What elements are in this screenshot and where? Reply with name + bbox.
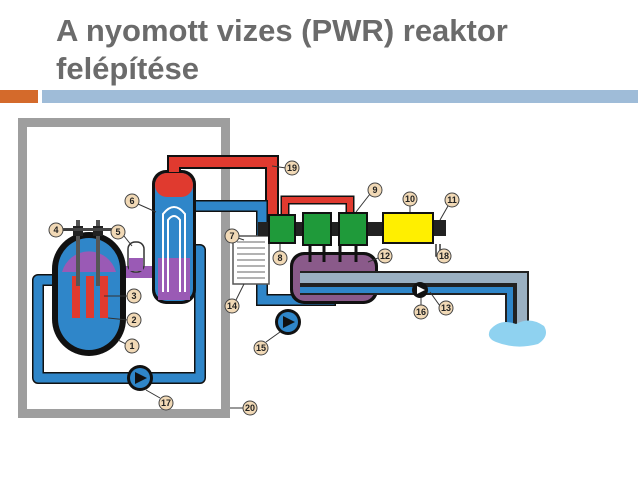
svg-text:8: 8 [277, 253, 282, 263]
number-labels: 1 2 3 4 5 6 7 8 9 10 11 12 13 14 15 16 1… [48, 160, 460, 416]
page-title: A nyomott vizes (PWR) reaktor felépítése [56, 13, 508, 86]
label-11: 11 [439, 192, 460, 221]
reactor-vessel [52, 220, 126, 356]
label-15: 15 [253, 331, 281, 356]
steam-generator [152, 170, 196, 304]
main-steam-line [167, 155, 355, 222]
svg-text:13: 13 [441, 303, 451, 313]
preheater [232, 235, 270, 285]
label-8: 8 [272, 244, 288, 266]
label-6: 6 [124, 193, 157, 213]
svg-text:11: 11 [447, 195, 457, 205]
svg-text:5: 5 [115, 227, 120, 237]
label-5: 5 [110, 224, 133, 247]
label-16: 16 [413, 298, 429, 320]
svg-text:6: 6 [129, 196, 134, 206]
label-10: 10 [402, 191, 418, 212]
svg-text:9: 9 [372, 185, 377, 195]
cooling-water-loop [300, 271, 529, 326]
label-9: 9 [355, 182, 383, 213]
svg-text:3: 3 [131, 291, 136, 301]
river-water [488, 320, 546, 347]
svg-text:1: 1 [129, 341, 134, 351]
label-13: 13 [429, 291, 454, 316]
steam-turbines [258, 212, 382, 246]
svg-text:10: 10 [405, 194, 415, 204]
svg-text:16: 16 [416, 307, 426, 317]
label-4: 4 [48, 222, 74, 238]
label-20: 20 [230, 400, 258, 416]
svg-text:2: 2 [131, 315, 136, 325]
label-19: 19 [271, 160, 300, 176]
svg-text:15: 15 [256, 343, 266, 353]
svg-text:20: 20 [245, 403, 255, 413]
accent-bar-orange [0, 90, 38, 103]
svg-text:4: 4 [53, 225, 58, 235]
pumps [127, 282, 428, 391]
label-3: 3 [104, 288, 142, 304]
generator [382, 212, 448, 257]
label-12: 12 [367, 248, 393, 264]
label-2: 2 [107, 312, 142, 328]
label-14: 14 [224, 283, 245, 314]
accent-bar-blue [42, 90, 638, 103]
pressurizer [127, 241, 145, 273]
label-7: 7 [224, 228, 245, 244]
svg-text:7: 7 [229, 231, 234, 241]
label-18: 18 [436, 248, 452, 264]
svg-text:19: 19 [287, 163, 297, 173]
svg-text:17: 17 [161, 398, 171, 408]
svg-text:14: 14 [227, 301, 237, 311]
svg-text:18: 18 [439, 251, 449, 261]
label-1: 1 [117, 338, 140, 354]
label-17: 17 [145, 389, 174, 411]
svg-text:12: 12 [380, 251, 390, 261]
